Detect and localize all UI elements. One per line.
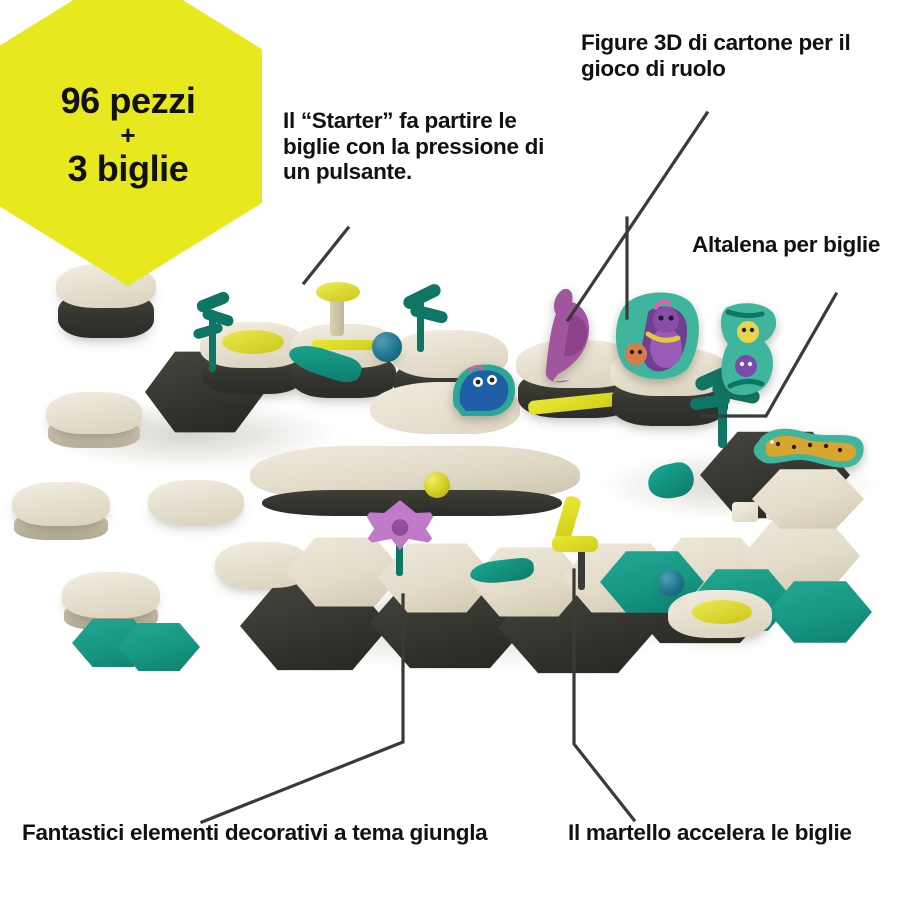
callout-decorazioni: Fantastici elementi decorativi a tema gi… bbox=[22, 820, 488, 845]
leopard-figure-card bbox=[753, 428, 864, 468]
badge-text-group: 96 pezzi + 3 biglie bbox=[60, 79, 196, 190]
jungle-tile bbox=[118, 623, 200, 671]
starter-button[interactable] bbox=[316, 282, 360, 302]
fern-stem bbox=[417, 294, 424, 352]
palm-trunk bbox=[209, 310, 216, 372]
marble-blue bbox=[372, 332, 402, 362]
hippo-figure bbox=[452, 364, 516, 416]
track-tile bbox=[62, 572, 160, 618]
callout-figure-3d: Figure 3D di cartone per il gioco di ruo… bbox=[581, 30, 851, 81]
fern-leaf bbox=[409, 303, 449, 325]
hammer-head[interactable] bbox=[552, 536, 598, 552]
starter-stem bbox=[330, 294, 344, 336]
callout-altalena: Altalena per biglie bbox=[692, 232, 881, 257]
bowl-center-yellow bbox=[222, 330, 284, 354]
hammer-post bbox=[578, 544, 585, 590]
track-tile bbox=[46, 392, 142, 434]
small-connector bbox=[732, 502, 758, 522]
gorilla-figure-card bbox=[615, 292, 699, 380]
bowl-center-yellow bbox=[692, 600, 752, 624]
callout-starter: Il “Starter” fa partire le biglie con la… bbox=[283, 108, 545, 185]
marble-blue bbox=[658, 570, 684, 596]
monkeys-figure-card bbox=[720, 303, 777, 396]
badge-line-2: + bbox=[120, 120, 136, 150]
track-tile bbox=[12, 482, 110, 526]
marble-yellow bbox=[424, 472, 450, 498]
starter-rail bbox=[312, 340, 376, 350]
parrot-figure bbox=[545, 288, 590, 383]
flower-stem bbox=[396, 532, 403, 576]
badge-line-3: 3 biglie bbox=[67, 148, 189, 189]
pieces-count-badge: 96 pezzi + 3 biglie bbox=[0, 0, 262, 286]
callout-martello: Il martello accelera le biglie bbox=[568, 820, 852, 845]
track-chute bbox=[148, 480, 244, 524]
product-photo-scene bbox=[0, 250, 900, 730]
badge-line-1: 96 pezzi bbox=[60, 79, 196, 121]
